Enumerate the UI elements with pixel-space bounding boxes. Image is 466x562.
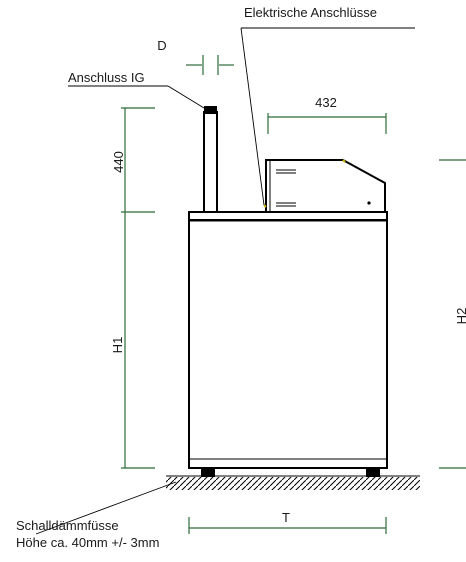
sound-dampening-feet <box>201 468 380 477</box>
d-label: D <box>157 38 166 53</box>
dim-432-label: 432 <box>315 95 337 110</box>
connection-pipe <box>203 106 218 213</box>
indicator-icon <box>367 201 371 205</box>
anschluss-ig-label: Anschluss IG <box>68 70 145 85</box>
elektrische-anschluesse-label: Elektrische Anschlüsse <box>244 5 377 20</box>
t-label: T <box>282 510 290 525</box>
control-box <box>263 159 386 213</box>
h2-label: H2 <box>454 308 466 325</box>
dimension-h1 <box>121 212 155 469</box>
leader-lines <box>35 27 415 535</box>
dimension-t <box>188 517 387 534</box>
dimension-440 <box>121 107 155 213</box>
dimension-432 <box>267 113 387 134</box>
schalldaemmfuesse-label: Schalldämmfüsse <box>16 518 119 533</box>
main-housing <box>188 211 388 469</box>
h1-label: H1 <box>110 337 125 354</box>
dimension-d <box>186 55 234 75</box>
top-plate <box>188 211 388 221</box>
dimension-h2 <box>439 159 466 469</box>
hoehe-label: Höhe ca. 40mm +/- 3mm <box>16 535 159 550</box>
dim-440-label: 440 <box>111 151 126 173</box>
ground <box>166 475 420 490</box>
